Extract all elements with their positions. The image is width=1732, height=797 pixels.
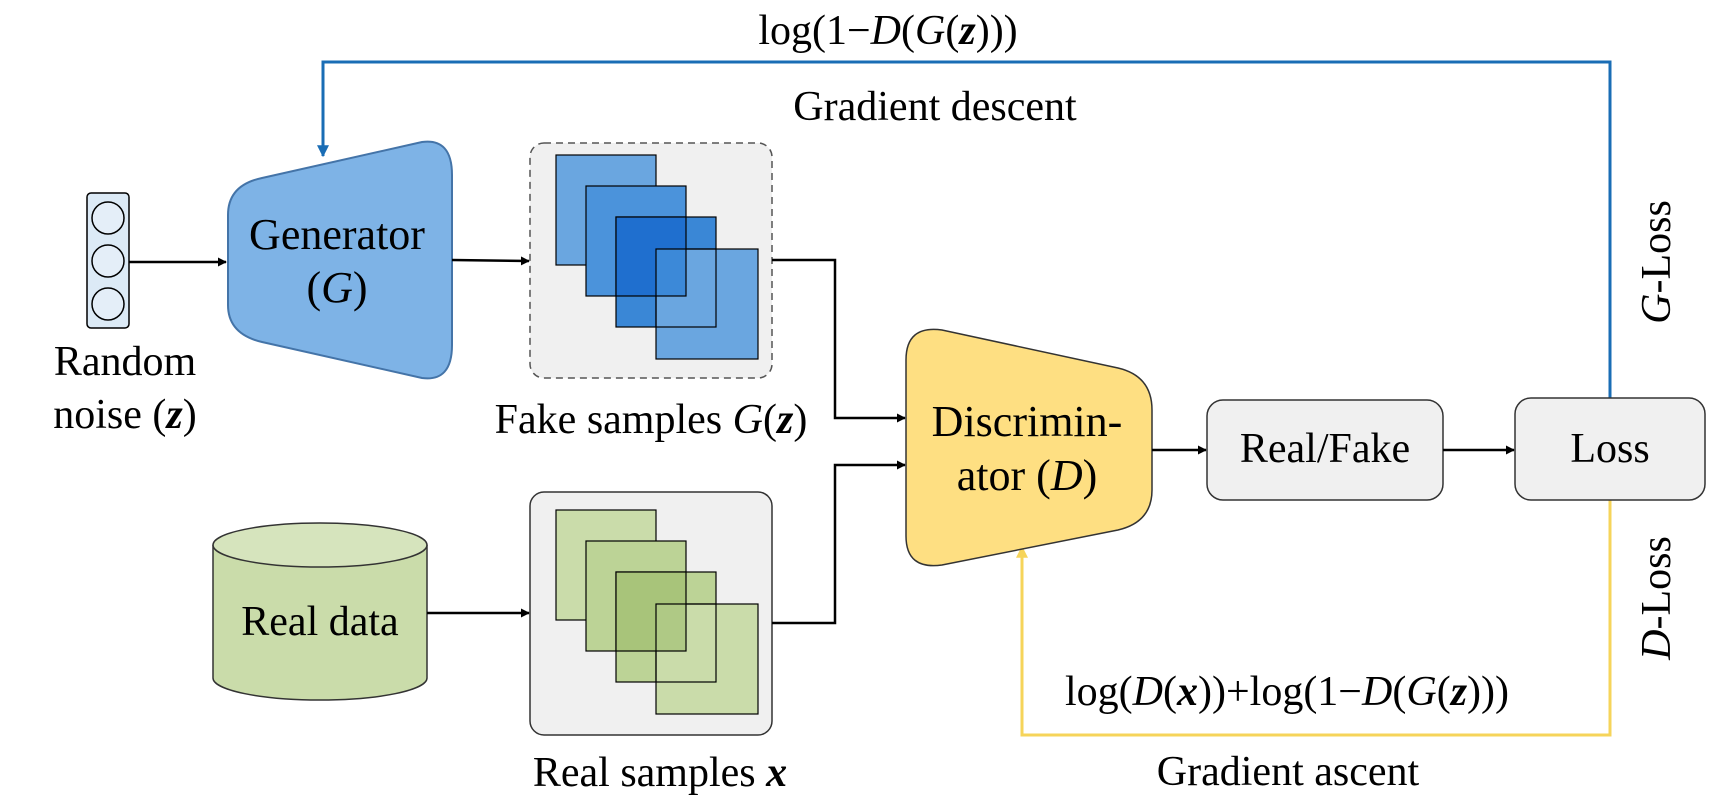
loss-label: Loss: [1570, 426, 1649, 472]
g-loss-formula: log(1−D(G(z))): [758, 8, 1017, 54]
noise-label-line1: Random: [54, 339, 197, 385]
discriminator-label-line1: Discrimin-: [932, 397, 1123, 446]
real-data-cylinder: [212, 522, 428, 701]
real-sample-images: [555, 509, 759, 715]
discriminator-label-line2: ator (D): [957, 451, 1098, 500]
real-to-discriminator-arrow: [772, 460, 906, 625]
fake-sample-images: [555, 154, 759, 360]
generator-label-line2: (G): [306, 263, 367, 312]
gradient-descent-label: Gradient descent: [793, 84, 1077, 130]
g-loss-label: G-Loss: [1634, 200, 1680, 324]
generator-to-fake-arrow: [451, 256, 530, 266]
noise-vector-icon: [86, 192, 130, 329]
fake-samples-label: Fake samples G(z): [495, 397, 808, 443]
real-data-label: Real data: [241, 599, 399, 645]
real-samples-label: Real samples x: [533, 750, 787, 796]
noise-label-line2: noise (z): [53, 392, 197, 438]
gradient-ascent-label: Gradient ascent: [1157, 749, 1420, 795]
g-loss-feedback-line: [317, 60, 1612, 398]
generator-label-line1: Generator: [249, 210, 425, 259]
fake-to-discriminator-arrow: [772, 258, 906, 423]
d-loss-label: D-Loss: [1634, 536, 1680, 661]
generator-shape: [227, 140, 453, 380]
d-loss-formula: log(D(x))+log(1−D(G(z))): [1065, 669, 1509, 715]
real-fake-label: Real/Fake: [1240, 426, 1410, 472]
loss-box: [1514, 397, 1706, 501]
d-loss-feedback-line: [1016, 500, 1612, 737]
discriminator-shape: [905, 328, 1153, 567]
